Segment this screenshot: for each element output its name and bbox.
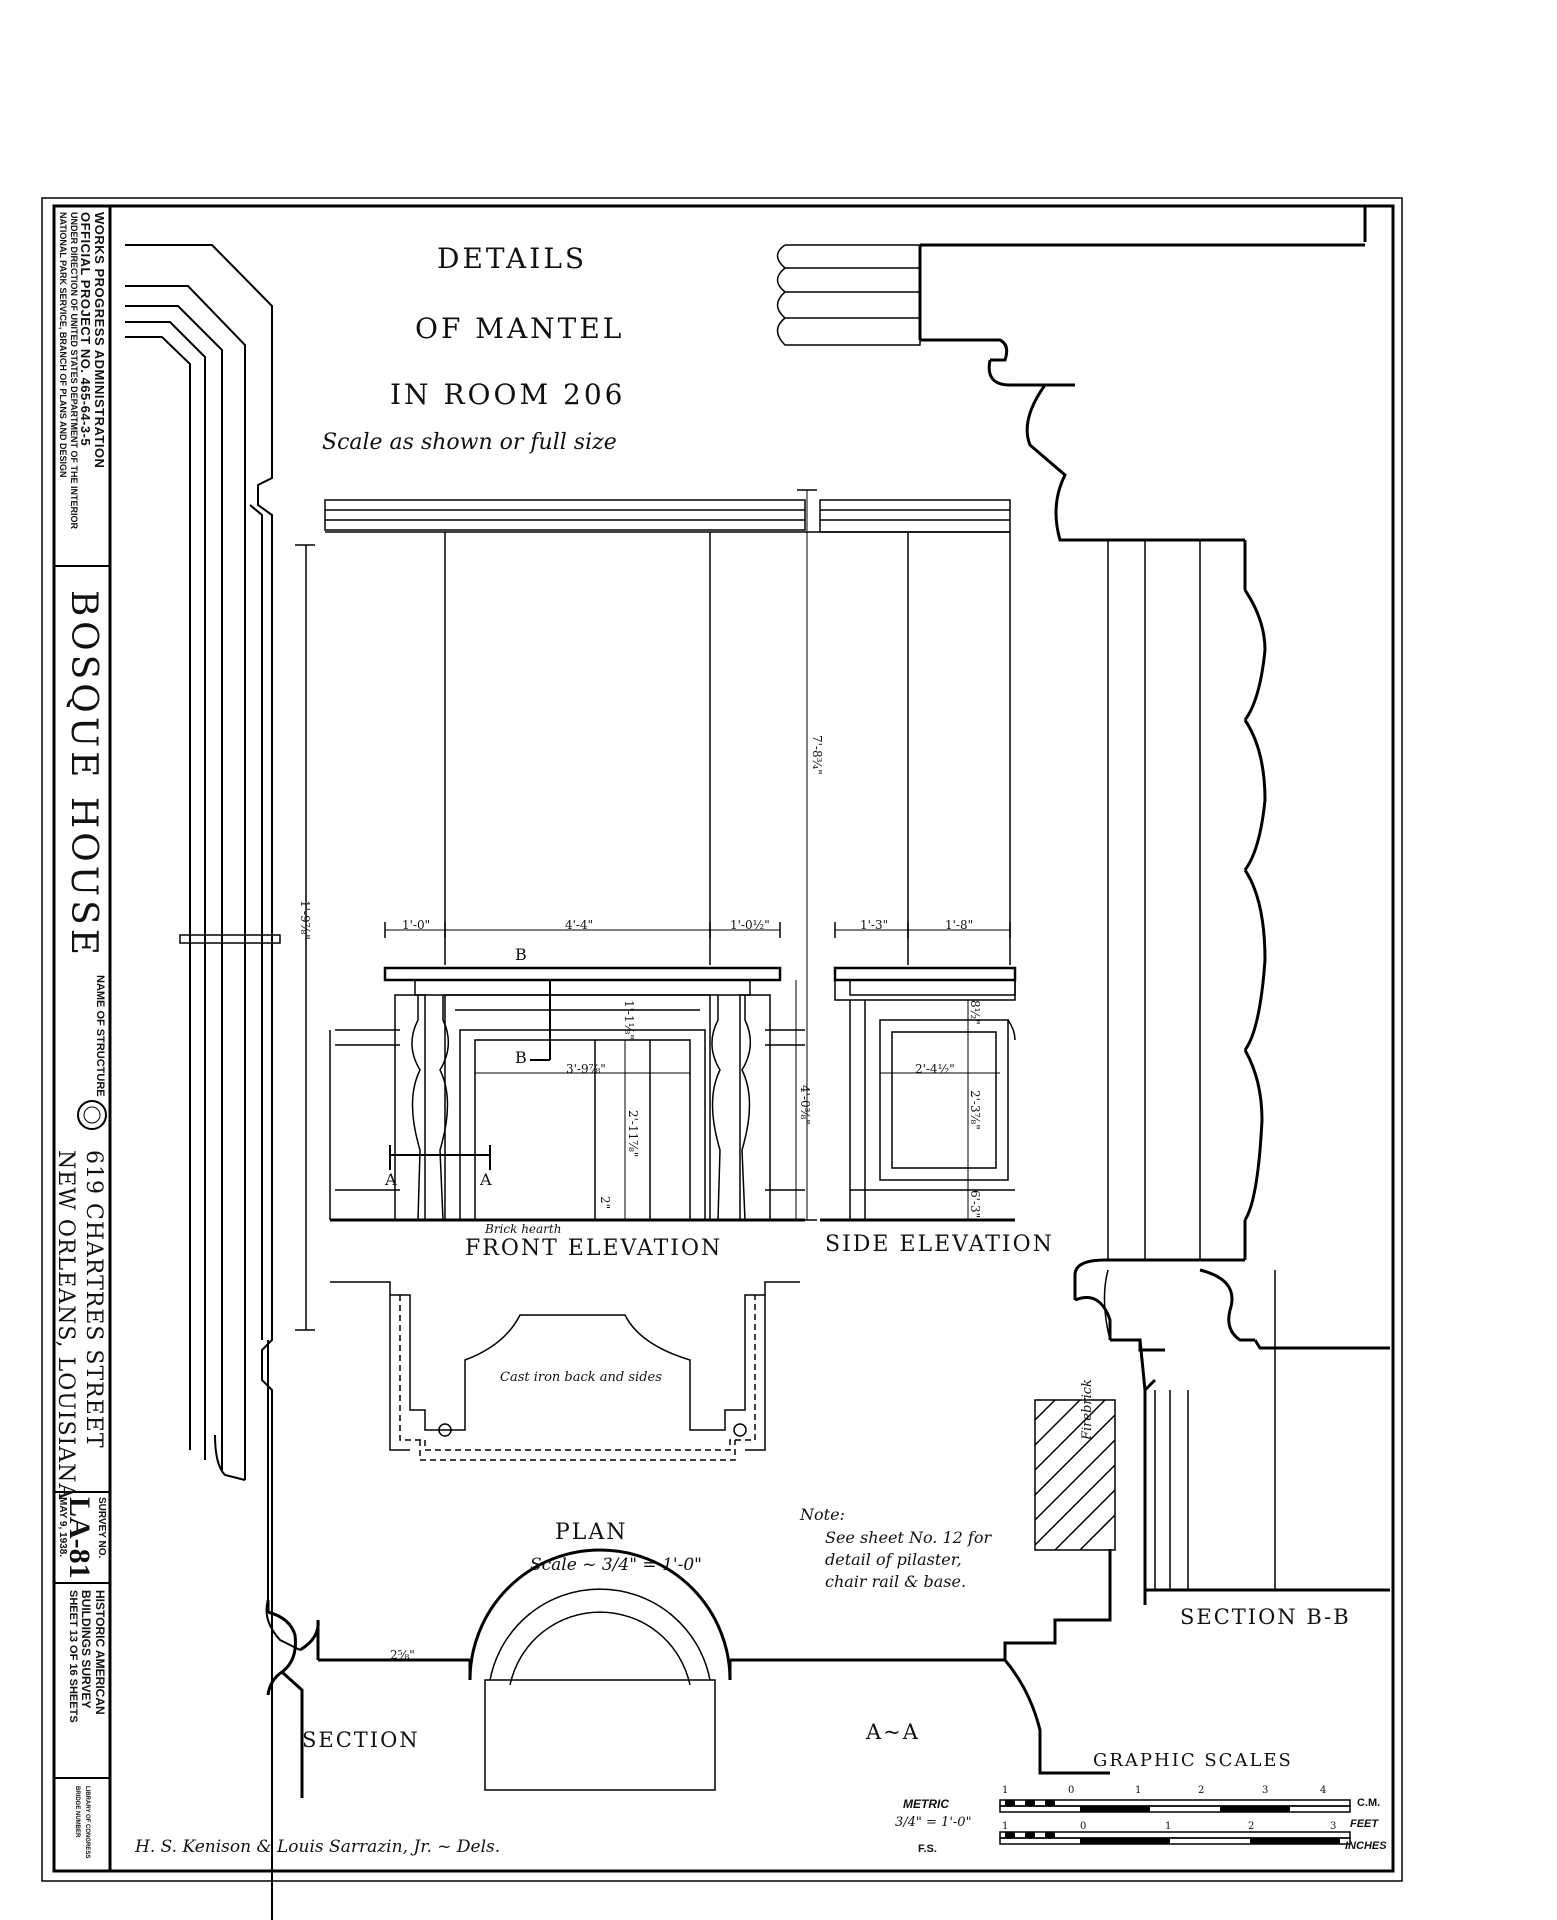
dim-1-1: 1'-1⅛" xyxy=(622,1000,636,1040)
agency-line-2: OFFICIAL PROJECT NO. 465-64-3-5 xyxy=(78,212,93,447)
scale-feet-tick-5: 4 xyxy=(1320,1785,1327,1796)
scale-feet-tick-3: 2 xyxy=(1198,1785,1205,1796)
scale-inch-tick-4: 3 xyxy=(1330,1821,1337,1832)
dim-7-8: 7'-8¾" xyxy=(810,735,824,775)
note-line-2: detail of pilaster, xyxy=(825,1550,962,1569)
section-mark-b-top: B xyxy=(515,945,527,964)
graphic-scales-label: GRAPHIC SCALES xyxy=(1093,1750,1293,1771)
dim-1-0: 1'-0" xyxy=(402,918,431,932)
dim-1-9: 1'-9⅞" xyxy=(298,900,312,940)
outer-border xyxy=(41,197,1403,1882)
note-line-1: See sheet No. 12 for xyxy=(825,1528,992,1547)
section-aa-molding xyxy=(125,244,315,1920)
dim-1-8: 1'-8" xyxy=(945,918,974,932)
side-elevation xyxy=(820,922,1016,1222)
title-line-2: OF MANTEL xyxy=(415,312,625,345)
agency-line-3: UNDER DIRECTION OF UNITED STATES DEPARTM… xyxy=(69,212,79,529)
section-aa-label-right: A~A xyxy=(866,1720,920,1744)
section-aa-label-left: SECTION xyxy=(302,1728,420,1752)
agency-line-1: WORKS PROGRESS ADMINISTRATION xyxy=(92,212,107,469)
habs-line-1: HISTORIC AMERICAN xyxy=(93,1590,107,1715)
scale-inch-tick-2: 1 xyxy=(1165,1821,1172,1832)
scale-metric: METRIC xyxy=(903,1797,949,1811)
front-elevation xyxy=(324,489,1017,1222)
section-bb-inner xyxy=(776,244,1276,1590)
address-line-1: 619 CHARTRES STREET xyxy=(81,1150,106,1449)
dim-6-3: 6'-3" xyxy=(968,1190,982,1219)
building-name: BOSQUE HOUSE xyxy=(63,590,104,960)
scale-feet-tick-0: 1 xyxy=(1002,1785,1009,1796)
title-line-1: DETAILS xyxy=(437,242,588,275)
title-line-3: IN ROOM 206 xyxy=(390,378,626,411)
survey-date: MAY 9, 1938. xyxy=(57,1497,68,1558)
dim-2-4: 2'-4½" xyxy=(915,1062,955,1076)
plan-scale: Scale ~ 3/4" = 1'-0" xyxy=(530,1555,702,1575)
scale-inch-tick-3: 2 xyxy=(1248,1821,1255,1832)
section-bb-label: SECTION B-B xyxy=(1180,1605,1351,1629)
delineators-credit: H. S. Kenison & Louis Sarrazin, Jr. ~ De… xyxy=(135,1837,501,1857)
scale-feet-tick-2: 1 xyxy=(1135,1785,1142,1796)
scale-inch-tick-0: 1 xyxy=(1002,1821,1009,1832)
firebrick-callout: Firebrick xyxy=(1080,1379,1095,1440)
firebrick-block xyxy=(1034,1399,1116,1551)
library-line-2: BRIDGE NUMBER xyxy=(74,1786,80,1838)
note-title: Note: xyxy=(800,1505,845,1524)
scale-inch-tick-1: 0 xyxy=(1080,1821,1087,1832)
dim-2-8: 2⅝" xyxy=(390,1648,415,1662)
scale-cm: C.M. xyxy=(1357,1797,1381,1809)
scale-inches: INCHES xyxy=(1345,1840,1387,1852)
dim-1-0-half: 1'-0½" xyxy=(730,918,770,932)
scale-feet-tick-4: 3 xyxy=(1262,1785,1269,1796)
dim-4-0: 4'-0⅜" xyxy=(798,1085,812,1125)
graphic-scale-bars xyxy=(999,1799,1351,1845)
dim-2-11: 2'-11⅞" xyxy=(626,1110,640,1158)
section-mark-a-left: A xyxy=(385,1170,397,1189)
dim-4-4: 4'-4" xyxy=(565,918,594,932)
plan-label: PLAN xyxy=(555,1520,628,1545)
name-of-structure-label: NAME OF STRUCTURE xyxy=(94,975,106,1097)
section-aa-base xyxy=(266,1548,1112,1798)
scale-ratio: 3/4" = 1'-0" xyxy=(895,1815,972,1830)
agency-line-4: NATIONAL PARK SERVICE, BRANCH OF PLANS A… xyxy=(58,212,68,478)
dim-1-3: 1'-3" xyxy=(860,918,889,932)
sheet-number: SHEET 13 OF 16 SHEETS xyxy=(67,1590,79,1723)
scale-feet: FEET xyxy=(1350,1818,1379,1830)
address-line-2: NEW ORLEANS, LOUISIANA xyxy=(53,1150,78,1501)
section-mark-b-bottom: B xyxy=(515,1048,527,1067)
survey-no-label: SURVEY NO. xyxy=(96,1497,107,1559)
survey-seal xyxy=(77,1100,107,1130)
dim-3-9: 3'-9⅞" xyxy=(566,1062,606,1076)
habs-line-2: BUILDINGS SURVEY xyxy=(79,1590,93,1709)
library-line-1: LIBRARY OF CONGRESS xyxy=(84,1786,90,1859)
side-elevation-label: SIDE ELEVATION xyxy=(825,1232,1054,1257)
note-line-3: chair rail & base. xyxy=(825,1572,967,1591)
section-mark-a-right: A xyxy=(480,1170,492,1189)
dim-2: 2" xyxy=(598,1196,612,1210)
scale-fs: F.S. xyxy=(918,1843,937,1855)
front-elevation-label: FRONT ELEVATION xyxy=(465,1236,723,1261)
scale-feet-tick-1: 0 xyxy=(1068,1785,1075,1796)
plan-view xyxy=(330,1281,800,1461)
inner-border xyxy=(52,204,1395,1873)
brick-hearth-callout: Brick hearth xyxy=(485,1222,562,1236)
dim-2-3: 2'-3⅞" xyxy=(968,1090,982,1130)
cast-iron-callout: Cast iron back and sides xyxy=(500,1370,662,1385)
dim-8: 8½" xyxy=(968,1000,982,1025)
scale-note: Scale as shown or full size xyxy=(322,430,617,455)
